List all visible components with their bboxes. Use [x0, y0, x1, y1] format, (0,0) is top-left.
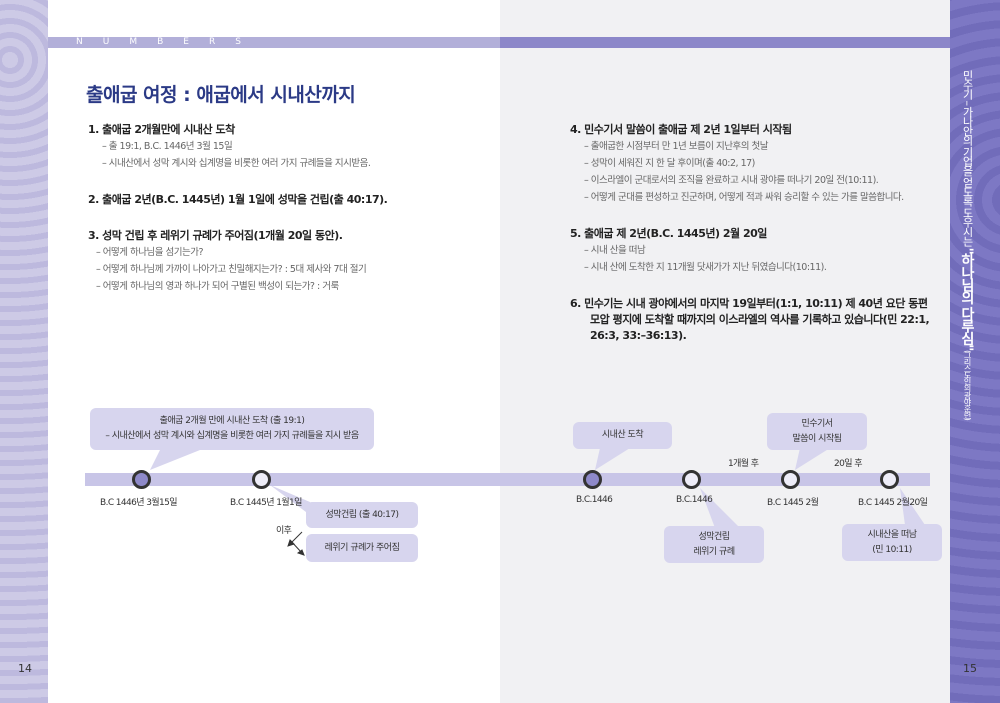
page-number-left: 14 [18, 662, 32, 675]
bubble-6-line-2: 말씀이 시작됨 [792, 433, 842, 444]
left-decorative-strip [0, 0, 48, 703]
item-6-line-3: 26:3, 33:–36:13). [590, 329, 687, 342]
item-6-line-2: 모압 평지에 도착할 때까지의 이스라엘의 역사를 기록하고 있습니다(민 22… [590, 313, 930, 326]
item-2-heading: 2. 출애굽 2년(B.C. 1445년) 1월 1일에 성막을 건립(출 40… [88, 193, 388, 206]
bubble-leave-sinai: 시내산을 떠남 (민 10:11) [842, 524, 942, 561]
bubble-1-line-2: – 시내산에서 성막 계시와 십계명을 비롯한 여러 가지 규례들을 지시 받음 [105, 431, 359, 441]
item-4-sub-1: – 출애굽한 시점부터 만 1년 보름이 지난후의 첫날 [584, 141, 769, 152]
timeline-node-3 [583, 470, 602, 489]
side-running-title: 민수기 – 가나안의 기업을 얻도록 도우시는 "하나님의 다루심"(그리스도인… [959, 70, 975, 420]
item-5-sub-2: – 시내 산에 도착한 지 11개월 닷새가가 지난 뒤였습니다(10:11). [584, 262, 827, 273]
timeline-bar [85, 473, 930, 486]
right-page [500, 0, 950, 703]
timeline-node-1 [132, 470, 151, 489]
item-4-sub-3: – 이스라엘이 군대로서의 조직을 완료하고 시내 광야를 떠나기 20일 전(… [584, 175, 879, 186]
bubble-arrival-sinai: 출애굽 2개월 만에 시내산 도착 (출 19:1) – 시내산에서 성막 계시… [90, 408, 374, 450]
side-title-emphasis: "하나님의 다루심" [959, 247, 975, 350]
node-2-label: B.C 1445년 1월1일 [230, 498, 302, 508]
page-title: 출애굽 여정 : 애굽에서 시내산까지 [86, 84, 356, 106]
item-1-sub-1: – 출 19:1, B.C. 1446년 3월 15일 [102, 141, 233, 152]
timeline-node-5 [781, 470, 800, 489]
bubble-7-line-2: (민 10:11) [872, 544, 912, 555]
gap-label-1: 1개월 후 [728, 459, 759, 469]
after-label: 이후 [276, 526, 292, 536]
item-3-sub-2: – 어떻게 하나님께 가까이 나아가고 친밀해지는가? : 5대 제사와 7대 … [96, 264, 367, 275]
item-5-heading: 5. 출애굽 제 2년(B.C. 1445년) 2월 20일 [570, 227, 767, 240]
bubble-7-line-1: 시내산을 떠남 [867, 529, 917, 540]
header-band-right [500, 37, 950, 48]
item-4-sub-2: – 성막이 세워진 지 한 달 후이며(출 40:2, 17) [584, 158, 755, 169]
node-5-label: B.C 1445 2월 [767, 498, 819, 508]
node-1-label: B.C 1446년 3월15일 [100, 498, 178, 508]
bubble-1-line-1: 출애굽 2개월 만에 시내산 도착 (출 19:1) [159, 416, 305, 426]
section-label: NUMBERS [76, 37, 261, 47]
bubble-6-line-1: 민수기서 [801, 418, 833, 429]
bubble-tabernacle: 성막건립 (출 40:17) [306, 502, 418, 528]
item-4-sub-4: – 어떻게 군대를 편성하고 진군하며, 어떻게 적과 싸워 승리할 수 있는 … [584, 192, 904, 203]
item-1-sub-2: – 시내산에서 성막 계시와 십계명을 비롯한 여러 가지 규례들을 지시받음. [102, 158, 371, 169]
gap-label-2: 20일 후 [834, 459, 862, 469]
side-title-main: 민수기 – 가나안의 기업을 얻도록 도우시는 [961, 70, 974, 248]
item-1-heading: 1. 출애굽 2개월만에 시내산 도착 [88, 123, 235, 136]
bubble-sinai-arrival: 시내산 도착 [573, 422, 672, 449]
item-3-sub-1: – 어떻게 하나님을 섬기는가? [96, 247, 204, 258]
node-3-label: B.C.1446 [576, 495, 613, 505]
item-5-sub-1: – 시내 산을 떠남 [584, 245, 646, 256]
header-band-left [48, 37, 500, 48]
bubble-5-line-2: 레위기 규례 [693, 546, 735, 557]
bubble-numbers-begins: 민수기서 말씀이 시작됨 [767, 413, 867, 450]
node-6-label: B.C 1445 2월20일 [858, 498, 928, 508]
timeline-node-4 [682, 470, 701, 489]
left-page [48, 0, 500, 703]
left-column: 1. 출애굽 2개월만에 시내산 도착 – 출 19:1, B.C. 1446년… [88, 122, 483, 295]
item-6-line-1: 6. 민수기는 시내 광야에서의 마지막 19일부터(1:1, 10:11) 제… [570, 297, 928, 310]
side-title-tail: (그리스도인의 광야훈련) [963, 349, 972, 420]
bubble-tabernacle-leviticus: 성막건립 레위기 규례 [664, 526, 764, 563]
item-4-heading: 4. 민수기서 말씀이 출애굽 제 2년 1일부터 시작됨 [570, 123, 792, 136]
timeline-node-6 [880, 470, 899, 489]
item-3-heading: 3. 성막 건립 후 레위기 규례가 주어짐(1개월 20일 동안). [88, 229, 343, 242]
bubble-5-line-1: 성막건립 [698, 531, 730, 542]
page-number-right: 15 [963, 662, 977, 675]
bubble-leviticus: 레위기 규례가 주어짐 [306, 534, 418, 562]
timeline-node-2 [252, 470, 271, 489]
node-4-label: B.C.1446 [676, 495, 713, 505]
right-column: 4. 민수기서 말씀이 출애굽 제 2년 1일부터 시작됨 – 출애굽한 시점부… [570, 122, 938, 344]
item-3-sub-3: – 어떻게 하나님의 영과 하나가 되어 구별된 백성이 되는가? : 거룩 [96, 281, 339, 292]
right-decorative-strip [950, 0, 1000, 703]
